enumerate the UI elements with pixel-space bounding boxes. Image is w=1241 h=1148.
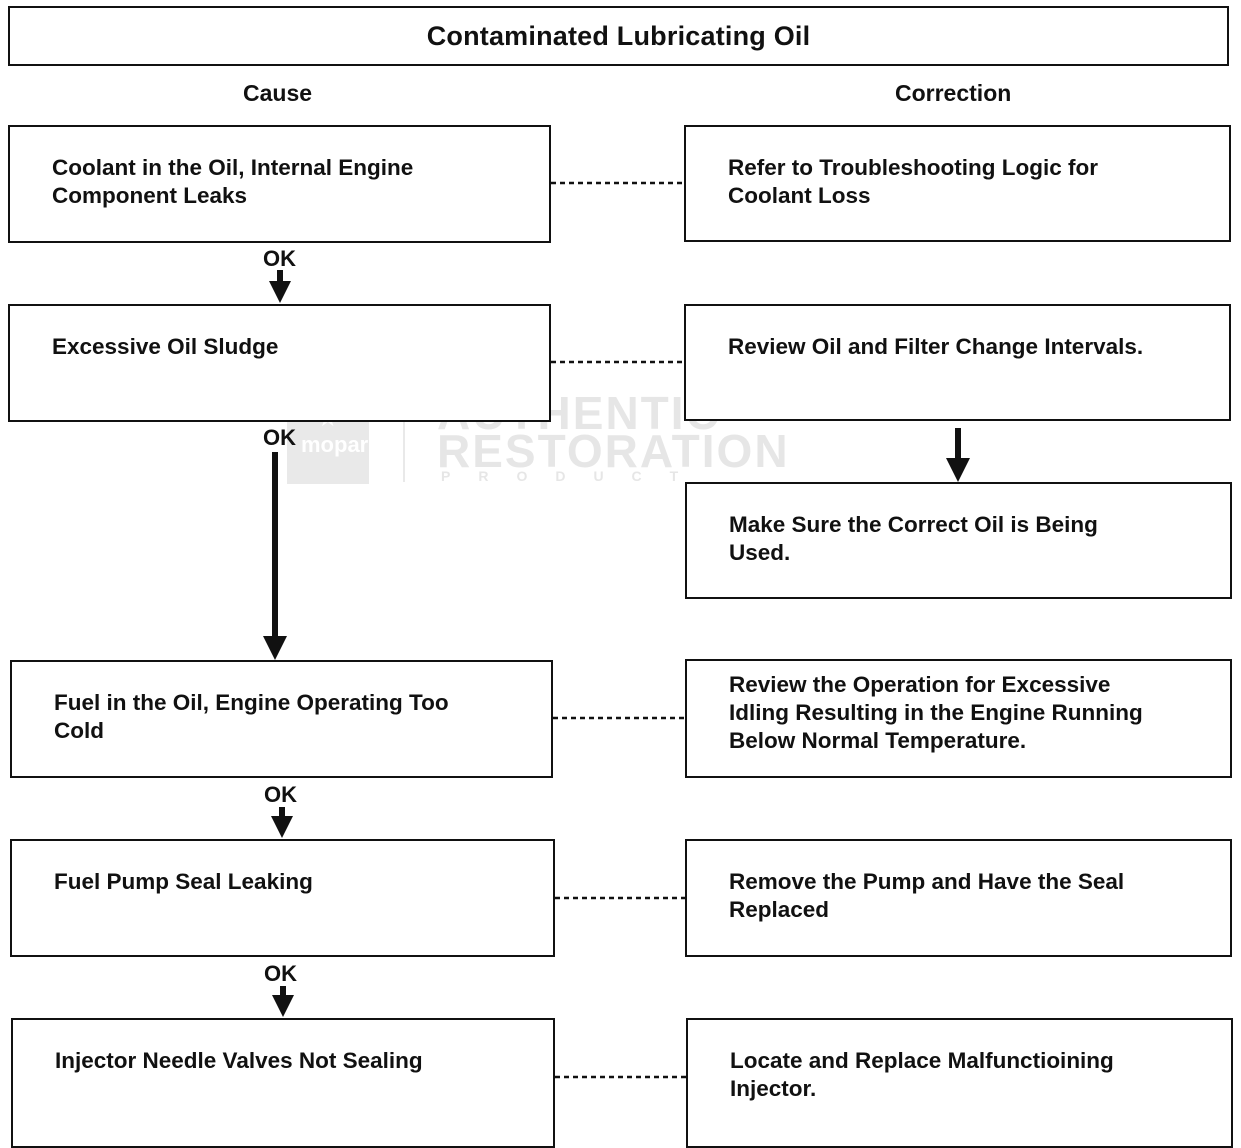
cause-box-5: Injector Needle Valves Not Sealing xyxy=(11,1018,555,1148)
arrowhead-1 xyxy=(269,281,291,303)
cause-text-3: Fuel in the Oil, Engine Operating Too Co… xyxy=(54,690,449,743)
watermark-divider xyxy=(403,396,405,482)
correction-text-4: Review the Operation for Excessive Idlin… xyxy=(729,672,1143,753)
correction-text-2: Review Oil and Filter Change Intervals. xyxy=(728,334,1144,359)
chart-title-box: Contaminated Lubricating Oil xyxy=(8,6,1229,66)
ok-label-4: OK xyxy=(264,961,297,986)
correction-box-3: Make Sure the Correct Oil is Being Used. xyxy=(685,482,1232,599)
cause-text-2: Excessive Oil Sludge xyxy=(52,334,279,359)
cause-box-4: Fuel Pump Seal Leaking xyxy=(10,839,555,957)
cause-column-header: Cause xyxy=(243,80,313,106)
cause-text-1: Coolant in the Oil, Internal Engine Comp… xyxy=(52,155,414,208)
cause-text-4: Fuel Pump Seal Leaking xyxy=(54,869,313,894)
mopar-logo-text: mopar xyxy=(301,432,369,457)
correction-box-4: Review the Operation for Excessive Idlin… xyxy=(685,659,1232,778)
correction-box-5: Remove the Pump and Have the Seal Replac… xyxy=(685,839,1232,957)
watermark-line-2: RESTORATION xyxy=(437,425,790,477)
correction-column-header: Correction xyxy=(895,80,1012,106)
correction-box-2: Review Oil and Filter Change Intervals. xyxy=(684,304,1231,421)
correction-text-6: Locate and Replace Malfunctioining Injec… xyxy=(730,1048,1114,1101)
cause-box-1: Coolant in the Oil, Internal Engine Comp… xyxy=(8,125,551,243)
cause-text-5: Injector Needle Valves Not Sealing xyxy=(55,1048,423,1073)
arrowhead-5 xyxy=(946,458,970,482)
correction-text-5: Remove the Pump and Have the Seal Replac… xyxy=(729,869,1125,922)
arrowhead-3 xyxy=(271,816,293,838)
correction-box-6: Locate and Replace Malfunctioining Injec… xyxy=(686,1018,1233,1148)
chart-title: Contaminated Lubricating Oil xyxy=(426,20,811,51)
ok-label-2: OK xyxy=(263,425,296,450)
arrowhead-4 xyxy=(272,995,294,1017)
correction-text-3: Make Sure the Correct Oil is Being Used. xyxy=(729,512,1098,565)
cause-box-3: Fuel in the Oil, Engine Operating Too Co… xyxy=(10,660,553,778)
arrowhead-2 xyxy=(263,636,287,660)
watermark-line-3: PRODUCT xyxy=(441,468,707,484)
correction-text-1: Refer to Troubleshooting Logic for Coola… xyxy=(728,155,1098,208)
ok-label-1: OK xyxy=(263,246,296,271)
ok-label-3: OK xyxy=(264,782,297,807)
cause-box-2: Excessive Oil Sludge xyxy=(8,304,551,422)
correction-box-1: Refer to Troubleshooting Logic for Coola… xyxy=(684,125,1231,242)
